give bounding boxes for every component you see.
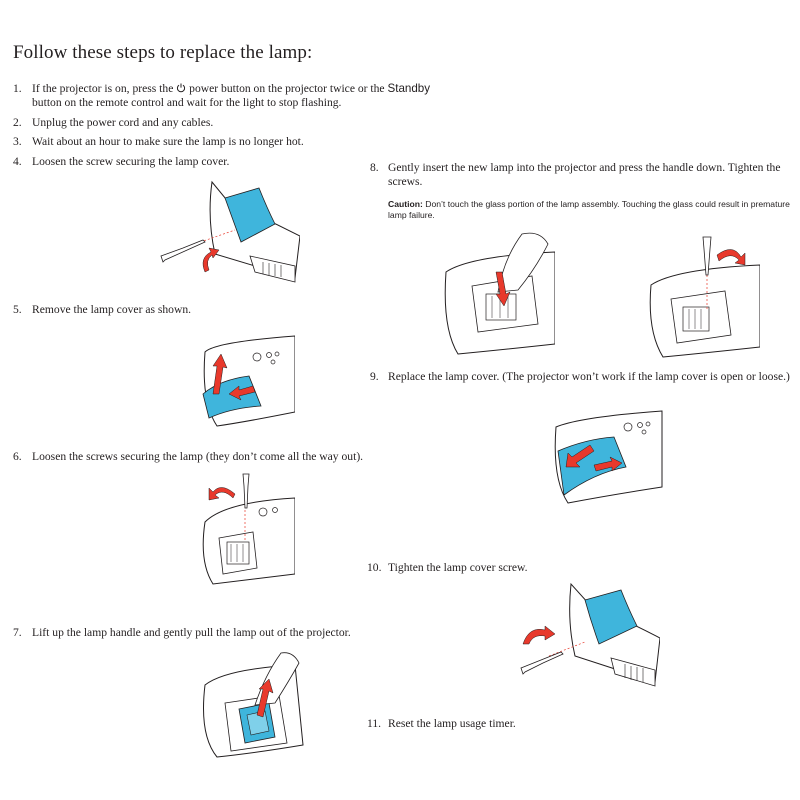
- screwdriver-icon: [702, 236, 712, 276]
- step-number: 5.: [13, 303, 22, 316]
- push-arrow-icon: [593, 456, 623, 472]
- step-1: 1. If the projector is on, press the pow…: [13, 82, 433, 110]
- step-text: Loosen the screw securing the lamp cover…: [32, 155, 230, 168]
- push-arrow-icon: [565, 444, 595, 468]
- step-6: 6. Loosen the screws securing the lamp (…: [13, 450, 413, 464]
- step-number: 7.: [13, 626, 22, 639]
- rotate-arrow-icon: [202, 247, 220, 273]
- lift-arrow-icon: [212, 353, 228, 395]
- figure-tighten-cover-screw: [515, 582, 660, 692]
- hand: [497, 232, 549, 293]
- step-number: 4.: [13, 155, 22, 168]
- step-text: Tighten the lamp cover screw.: [388, 561, 528, 574]
- step-number: 9.: [370, 370, 379, 383]
- caution-note: Caution: Don’t touch the glass portion o…: [388, 199, 792, 221]
- lamp-cover: [584, 589, 638, 645]
- step-number: 2.: [13, 116, 22, 129]
- step-text: Lift up the lamp handle and gently pull …: [32, 626, 351, 639]
- rotate-arrow-icon: [208, 487, 236, 501]
- step-text: Replace the lamp cover. (The projector w…: [388, 370, 790, 383]
- figure-replace-cover: [550, 395, 665, 510]
- step-text: Unplug the power cord and any cables.: [32, 116, 214, 129]
- lift-arrow-icon: [256, 678, 274, 718]
- step-text: Loosen the screws securing the lamp (the…: [32, 450, 364, 463]
- lamp-cover: [224, 187, 276, 243]
- step-text: button on the remote control and wait fo…: [32, 96, 342, 109]
- step-4: 4. Loosen the screw securing the lamp co…: [13, 155, 433, 169]
- figure-loosen-cover-screw: [155, 178, 300, 288]
- lamp-cover: [557, 436, 627, 496]
- step-number: 8.: [370, 161, 379, 174]
- step-text: power button on the projector twice or t…: [189, 82, 385, 95]
- step-number: 3.: [13, 135, 22, 148]
- rotate-arrow-icon: [522, 625, 556, 645]
- caution-text: Don’t touch the glass portion of the lam…: [388, 199, 790, 220]
- page-title: Follow these steps to replace the lamp:: [13, 42, 313, 63]
- step-number: 6.: [13, 450, 22, 463]
- step-number: 1.: [13, 82, 22, 95]
- figure-remove-cover: [195, 322, 295, 432]
- pull-arrow-icon: [228, 385, 256, 401]
- step-text: Reset the lamp usage timer.: [388, 717, 516, 730]
- step-5: 5. Remove the lamp cover as shown.: [13, 303, 433, 317]
- step-text: If the projector is on, press the: [32, 82, 174, 95]
- figure-loosen-lamp-screws: [195, 472, 295, 587]
- step-2: 2. Unplug the power cord and any cables.: [13, 116, 433, 130]
- figure-insert-lamp: [440, 228, 555, 358]
- step-9: 9. Replace the lamp cover. (The projecto…: [370, 370, 795, 384]
- rotate-arrow-icon: [716, 249, 746, 266]
- step-number: 10.: [367, 561, 382, 574]
- step-3: 3. Wait about an hour to make sure the l…: [13, 135, 433, 149]
- caution-label: Caution:: [388, 199, 423, 209]
- screwdriver-icon: [160, 239, 206, 263]
- step-8: 8. Gently insert the new lamp into the p…: [370, 161, 795, 189]
- step-text: Wait about an hour to make sure the lamp…: [32, 135, 304, 148]
- screwdriver-icon: [520, 651, 564, 675]
- step-10: 10. Tighten the lamp cover screw.: [367, 561, 787, 575]
- screwdriver-icon: [242, 473, 250, 509]
- power-icon: [177, 83, 186, 93]
- step-text: Gently insert the new lamp into the proj…: [388, 161, 781, 188]
- press-arrow-icon: [495, 271, 511, 307]
- step-7: 7. Lift up the lamp handle and gently pu…: [13, 626, 413, 640]
- figure-lift-lamp-out: [195, 645, 305, 760]
- step-text: Remove the lamp cover as shown.: [32, 303, 192, 316]
- step-11: 11. Reset the lamp usage timer.: [367, 717, 787, 731]
- step-number: 11.: [367, 717, 382, 730]
- standby-button-label: Standby: [387, 82, 431, 95]
- figure-tighten-lamp-screws: [645, 235, 760, 360]
